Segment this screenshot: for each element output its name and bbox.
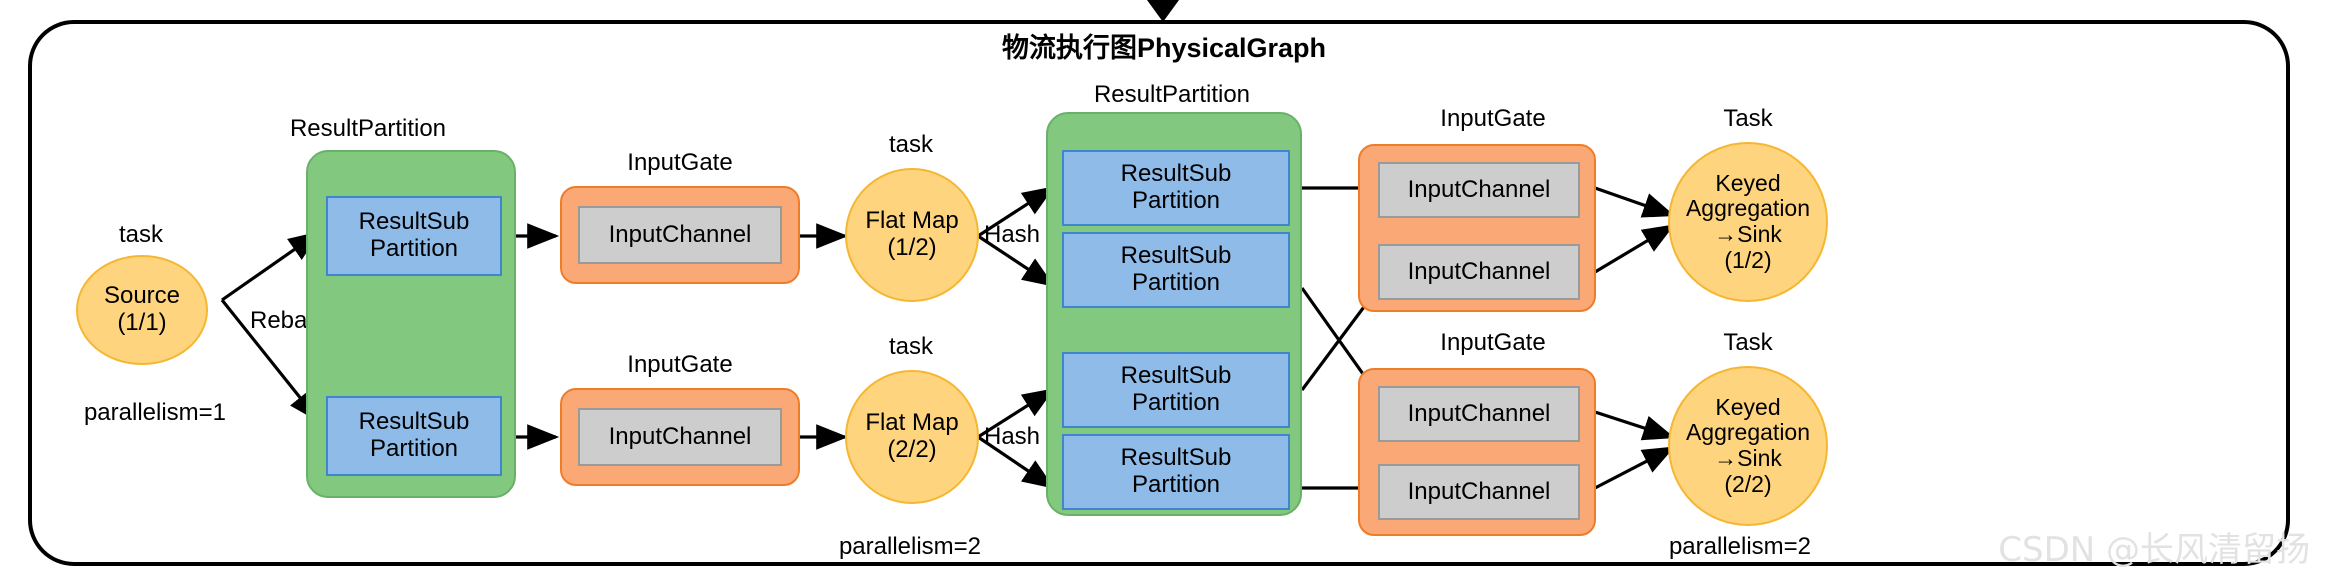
input-channel-3-top-2[interactable]: InputChannel [1378, 244, 1580, 300]
sink-top-line1: Keyed [1715, 169, 1781, 196]
result-sub-partition-2-3[interactable]: ResultSub Partition [1062, 352, 1290, 428]
page-title: 物流执行图PhysicalGraph [1001, 33, 1327, 63]
sink-top-caption: Task [1723, 105, 1773, 132]
source-task-caption: task [118, 221, 163, 248]
result-sub-label-line2: Partition [1131, 389, 1221, 416]
source-task-node[interactable]: Source (1/1) [76, 255, 208, 365]
sink-top-line4: (1/2) [1724, 246, 1772, 273]
sink-top-node[interactable]: Keyed Aggregation →Sink (1/2) [1668, 142, 1828, 302]
result-sub-partition-2-2[interactable]: ResultSub Partition [1062, 232, 1290, 308]
sink-top-line2: Aggregation [1685, 195, 1811, 222]
result-sub-partition-1-2[interactable]: ResultSub Partition [326, 396, 502, 476]
hash-edge-label-bottom: Hash [984, 423, 1041, 450]
input-gate-2-bottom-caption: InputGate [627, 351, 733, 378]
result-sub-partition-2-1[interactable]: ResultSub Partition [1062, 150, 1290, 226]
input-channel-2-top[interactable]: InputChannel [578, 206, 782, 264]
top-arrow-icon [1147, 0, 1179, 22]
sink-bottom-line4: (2/2) [1724, 470, 1772, 497]
result-sub-partition-2-4[interactable]: ResultSub Partition [1062, 434, 1290, 510]
result-sub-label-line2: Partition [369, 235, 459, 262]
input-gate-3-bottom-caption: InputGate [1440, 329, 1546, 356]
result-sub-label-line1: ResultSub [358, 408, 470, 436]
sink-bottom-line2: Aggregation [1685, 419, 1811, 446]
input-channel-3-bottom-1[interactable]: InputChannel [1378, 386, 1580, 442]
watermark: CSDN @长风清留扬 [1998, 530, 2310, 570]
flatmap-bottom-node[interactable]: Flat Map (2/2) [845, 370, 979, 504]
input-channel-2-bottom[interactable]: InputChannel [578, 408, 782, 466]
sink-bottom-line1: Keyed [1715, 393, 1781, 420]
result-sub-label-line2: Partition [1131, 187, 1221, 214]
result-partition-1-caption: ResultPartition [289, 115, 447, 142]
input-channel-3-bottom-2[interactable]: InputChannel [1378, 464, 1580, 520]
diagram-outer-frame [28, 20, 2290, 566]
result-sub-partition-1-1[interactable]: ResultSub Partition [326, 196, 502, 276]
sink-parallelism-label: parallelism=2 [1668, 533, 1812, 560]
flatmap-bottom-line2: (2/2) [887, 436, 937, 463]
result-sub-label-line1: ResultSub [1120, 444, 1232, 472]
sink-bottom-line3: →Sink [1714, 445, 1782, 471]
input-gate-2-top-caption: InputGate [627, 149, 733, 176]
result-sub-label-line1: ResultSub [358, 208, 470, 236]
source-task-label-line1: Source [103, 282, 181, 310]
sink-top-line3: →Sink [1714, 221, 1782, 247]
input-channel-3-top-1[interactable]: InputChannel [1378, 162, 1580, 218]
flatmap-top-node[interactable]: Flat Map (1/2) [845, 168, 979, 302]
result-sub-label-line1: ResultSub [1120, 242, 1232, 270]
flatmap-bottom-caption: task [888, 333, 933, 360]
result-sub-label-line2: Partition [1131, 269, 1221, 296]
flatmap-top-line2: (1/2) [887, 234, 937, 261]
flatmap-top-line1: Flat Map [865, 207, 959, 235]
flatmap-parallelism-label: parallelism=2 [838, 533, 982, 560]
source-parallelism-label: parallelism=1 [83, 399, 227, 426]
flatmap-bottom-line1: Flat Map [865, 409, 959, 437]
result-sub-label-line2: Partition [369, 435, 459, 462]
source-task-label-line2: (1/1) [117, 309, 167, 336]
flatmap-top-caption: task [888, 131, 933, 158]
result-sub-label-line2: Partition [1131, 471, 1221, 498]
result-sub-label-line1: ResultSub [1120, 160, 1232, 188]
result-sub-label-line1: ResultSub [1120, 362, 1232, 390]
result-partition-2-caption: ResultPartition [1093, 81, 1251, 108]
sink-bottom-node[interactable]: Keyed Aggregation →Sink (2/2) [1668, 366, 1828, 526]
sink-bottom-caption: Task [1723, 329, 1773, 356]
hash-edge-label-top: Hash [984, 221, 1041, 248]
input-gate-3-top-caption: InputGate [1440, 105, 1546, 132]
